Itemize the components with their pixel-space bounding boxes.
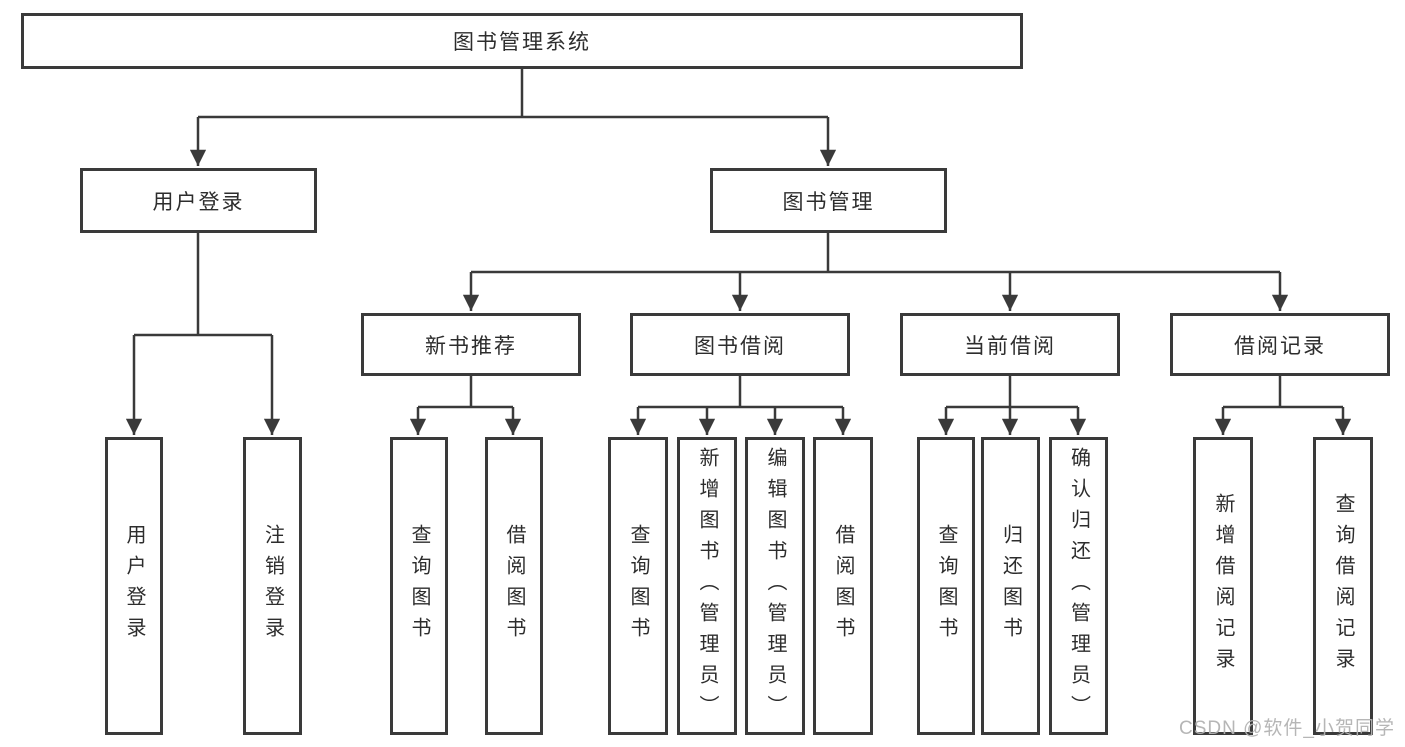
- leaf-confirm-return-admin: 确认归还（管理员）: [1049, 437, 1108, 735]
- leaf-label: 借阅图书: [503, 524, 525, 648]
- leaf-query-borrow-record: 查询借阅记录: [1313, 437, 1373, 735]
- node-book-management: 图书管理: [710, 168, 947, 233]
- leaf-label: 新增借阅记录: [1212, 493, 1234, 679]
- node-label: 新书推荐: [425, 334, 517, 358]
- leaf-user-login: 用户登录: [105, 437, 163, 735]
- leaf-label: 编辑图书（管理员）: [764, 446, 786, 726]
- node-label: 图书借阅: [694, 334, 786, 358]
- leaf-add-borrow-record: 新增借阅记录: [1193, 437, 1253, 735]
- leaf-query-books: 查询图书: [390, 437, 448, 735]
- leaf-label: 确认归还（管理员）: [1067, 446, 1090, 726]
- node-user-login-group: 用户登录: [80, 168, 317, 233]
- node-book-borrow: 图书借阅: [630, 313, 850, 376]
- leaf-borrow-books: 借阅图书: [485, 437, 543, 735]
- node-label: 借阅记录: [1234, 334, 1326, 358]
- leaf-query-books: 查询图书: [917, 437, 975, 735]
- node-new-book-recommend: 新书推荐: [361, 313, 581, 376]
- leaf-label: 查询图书: [935, 524, 957, 648]
- leaf-label: 查询图书: [627, 524, 649, 648]
- node-label: 图书管理: [782, 190, 875, 214]
- leaf-label: 借阅图书: [832, 524, 854, 648]
- leaf-label: 查询借阅记录: [1332, 493, 1354, 679]
- node-label: 用户登录: [152, 190, 245, 214]
- node-borrow-records: 借阅记录: [1170, 313, 1390, 376]
- leaf-add-books-admin: 新增图书（管理员）: [677, 437, 737, 735]
- node-current-borrow: 当前借阅: [900, 313, 1120, 376]
- csdn-watermark: CSDN @软件_小贺同学: [1179, 718, 1395, 739]
- leaf-logout: 注销登录: [243, 437, 302, 735]
- node-label: 当前借阅: [964, 334, 1056, 358]
- leaf-label: 归还图书: [999, 524, 1022, 648]
- leaf-return-books: 归还图书: [981, 437, 1040, 735]
- node-library-system: 图书管理系统: [21, 13, 1023, 69]
- leaf-label: 新增图书（管理员）: [696, 446, 718, 726]
- leaf-label: 注销登录: [261, 524, 284, 648]
- leaf-borrow-books: 借阅图书: [813, 437, 873, 735]
- leaf-label: 查询图书: [408, 524, 430, 648]
- node-label: 图书管理系统: [453, 31, 591, 54]
- leaf-query-books: 查询图书: [608, 437, 668, 735]
- leaf-edit-books-admin: 编辑图书（管理员）: [745, 437, 805, 735]
- leaf-label: 用户登录: [123, 524, 145, 648]
